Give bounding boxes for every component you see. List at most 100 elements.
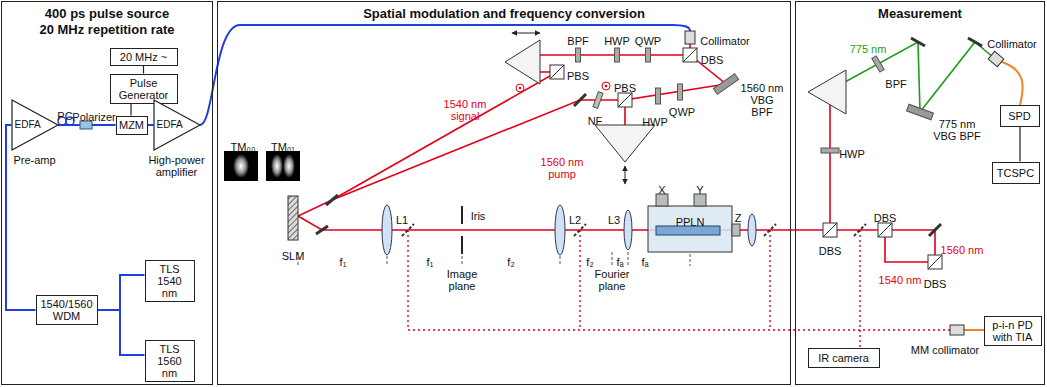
plane-marker	[690, 254, 691, 266]
part-label: TM₀₀	[230, 141, 255, 153]
mirror-symbol	[326, 195, 338, 205]
mode-image	[233, 154, 249, 178]
bandpass-filter	[872, 56, 884, 72]
wavelength-label: 1540 nm signal	[442, 98, 488, 122]
amplifier-symbol: EDFAHigh-power amplifier	[154, 100, 200, 150]
part-label: TM₀₁	[271, 141, 295, 153]
stage-knob	[732, 224, 740, 236]
lens-symbol	[555, 205, 565, 255]
waveplate-symbol	[646, 48, 651, 62]
part-label: fₐ	[616, 256, 623, 268]
waveplate-symbol	[821, 148, 839, 153]
dichroic-cube	[683, 48, 697, 62]
notch-filter	[593, 92, 603, 109]
vbg-filter	[907, 104, 934, 119]
part-label: NF	[588, 115, 603, 127]
part-label: Collimator	[987, 38, 1037, 50]
prism-symbol	[595, 125, 655, 162]
device-box: TLS 1540 nm	[145, 260, 195, 302]
fiber-line	[964, 329, 984, 331]
mirror-symbol	[574, 94, 586, 106]
device-box: MZM	[116, 116, 148, 135]
part-label: L2	[569, 214, 581, 226]
wavelength-label: 775 nm	[850, 43, 887, 55]
device-box: p-i-n PD with TIA	[984, 316, 1042, 346]
pbs-cube	[618, 93, 632, 107]
part-label: BPF	[567, 35, 588, 47]
part-label: MM collimator	[911, 344, 979, 356]
wavelength-label: 1560 nm pump	[539, 156, 585, 180]
signal-beam	[332, 72, 557, 200]
part-label: f₁	[340, 256, 347, 268]
device-box: IR camera	[808, 348, 880, 368]
pump-beam	[625, 55, 726, 125]
dichroic-cube	[928, 255, 942, 269]
plane-marker	[462, 256, 463, 266]
part-label: PC	[57, 110, 72, 122]
mirror-symbol	[968, 38, 982, 46]
iris-symbol	[461, 236, 463, 254]
part-label: Fourier plane	[589, 268, 635, 292]
mirror-symbol	[316, 226, 328, 234]
amplifier-label: EDFA	[15, 119, 61, 131]
lens-symbol	[624, 210, 632, 250]
dichroic-cube	[878, 223, 892, 237]
part-label: fₐ	[641, 256, 648, 268]
part-label: Collimator	[700, 35, 750, 47]
amplifier-symbol: EDFAPre-amp	[12, 100, 58, 150]
part-label: SLM	[282, 250, 305, 262]
part-label: QWP	[669, 106, 695, 118]
crystal-oven	[648, 206, 732, 252]
polarization-symbol	[605, 85, 608, 88]
part-label: 775 nm VBG BPF	[932, 118, 982, 142]
flip-mirror	[854, 224, 866, 236]
mode-image	[224, 151, 258, 181]
device-box: Pulse Generator	[110, 74, 178, 104]
lens-symbol	[382, 205, 392, 255]
part-label: L3	[608, 214, 620, 226]
polarization-symbol	[519, 87, 522, 90]
device-box: 20 MHz ~	[110, 48, 178, 66]
prism-symbol	[808, 70, 846, 114]
pbs-cube	[550, 65, 564, 79]
pbs-cube	[550, 65, 564, 79]
fiber-connector	[148, 124, 154, 126]
waveplate-symbol	[656, 88, 661, 104]
part-label: QWP	[635, 35, 661, 47]
polarization-symbol	[602, 82, 610, 90]
flip-mirror	[764, 224, 776, 236]
device-label: 20 MHz ~	[120, 51, 167, 63]
device-label: TLS 1560 nm	[149, 343, 191, 379]
part-label: f₁	[427, 256, 434, 268]
part-label: 1560 nm VBG BPF	[739, 82, 785, 118]
section-panel: 400 ps pulse source 20 MHz repetition ra…	[1, 1, 213, 385]
part-label: Polarizer	[72, 111, 115, 123]
section-panel: MeasurementSPD TCSPC p-i-n PD with TIA IR c…	[795, 1, 1045, 385]
fiber-connector	[143, 66, 144, 74]
device-box: TCSPC	[992, 162, 1040, 184]
part-label: DBS	[874, 212, 897, 224]
plane-marker	[387, 256, 388, 266]
part-label: Iris	[471, 210, 486, 222]
part-label: PBS	[614, 82, 636, 94]
lens-symbol	[748, 214, 756, 246]
dichroic-cube	[823, 223, 837, 237]
part-label: f₂	[507, 256, 514, 268]
part-label: L1	[396, 214, 408, 226]
fiber-connector	[6, 125, 36, 310]
device-label: TLS 1540 nm	[149, 263, 191, 299]
device-label: SPD	[1008, 110, 1031, 122]
mirror-symbol	[929, 224, 941, 236]
fiber-line	[200, 25, 690, 125]
dotted-beam	[859, 230, 860, 348]
dichroic-cube	[683, 48, 697, 62]
slm-symbol	[288, 196, 298, 240]
section-title: Measurement	[796, 6, 1044, 22]
waveplate-symbol	[678, 84, 683, 100]
device-label: p-i-n PD with TIA	[988, 319, 1038, 343]
plane-marker	[560, 256, 561, 266]
collimator-symbol	[950, 325, 964, 335]
mode-image	[271, 154, 283, 178]
waveplate-symbol	[576, 48, 581, 62]
